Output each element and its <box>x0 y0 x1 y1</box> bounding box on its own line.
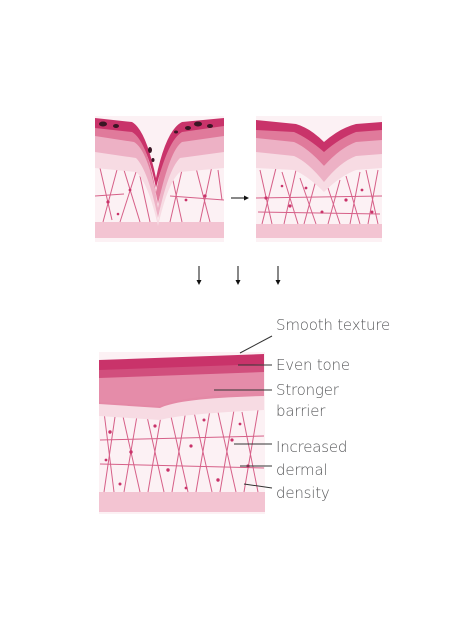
leader-smooth-texture <box>239 335 273 354</box>
fibroblast-dots <box>104 418 250 490</box>
subcutis-layer <box>95 222 224 238</box>
pigment-spots <box>99 121 213 162</box>
panel-before <box>95 116 224 242</box>
label-even-tone: Even tone <box>276 356 350 374</box>
arrow-right-icon <box>231 195 249 201</box>
label-dermal-1: Increased <box>276 438 348 456</box>
panel-result <box>99 352 265 514</box>
barrier-layer <box>95 150 224 226</box>
label-smooth-texture: Smooth texture <box>276 316 391 334</box>
collagen-fibers <box>256 167 382 225</box>
fibroblast-dots <box>264 184 374 214</box>
leader-dermal-3 <box>243 483 273 489</box>
label-stronger-barrier-2: barrier <box>276 402 326 420</box>
epidermis-light-layer <box>256 136 382 182</box>
collagen-fibers <box>95 165 224 223</box>
barrier-layer <box>256 150 382 192</box>
panel-after <box>256 116 382 242</box>
fibroblast-dots <box>106 188 207 216</box>
epidermis-layer <box>95 124 224 204</box>
subcutis-layer <box>99 492 265 512</box>
epidermis-light-layer <box>95 134 224 218</box>
label-dermal-2: dermal <box>276 461 328 479</box>
subcutis-layer <box>256 224 382 238</box>
collagen-fibers <box>99 409 265 493</box>
stratum-corneum-layer <box>256 120 382 152</box>
arrow-down-icon <box>196 266 281 285</box>
label-stronger-barrier-1: Stronger <box>276 381 339 399</box>
leader-lines <box>214 335 273 489</box>
barrier-layer <box>99 392 264 420</box>
label-dermal-3: density <box>276 484 330 502</box>
stratum-corneum-layer <box>99 354 264 370</box>
